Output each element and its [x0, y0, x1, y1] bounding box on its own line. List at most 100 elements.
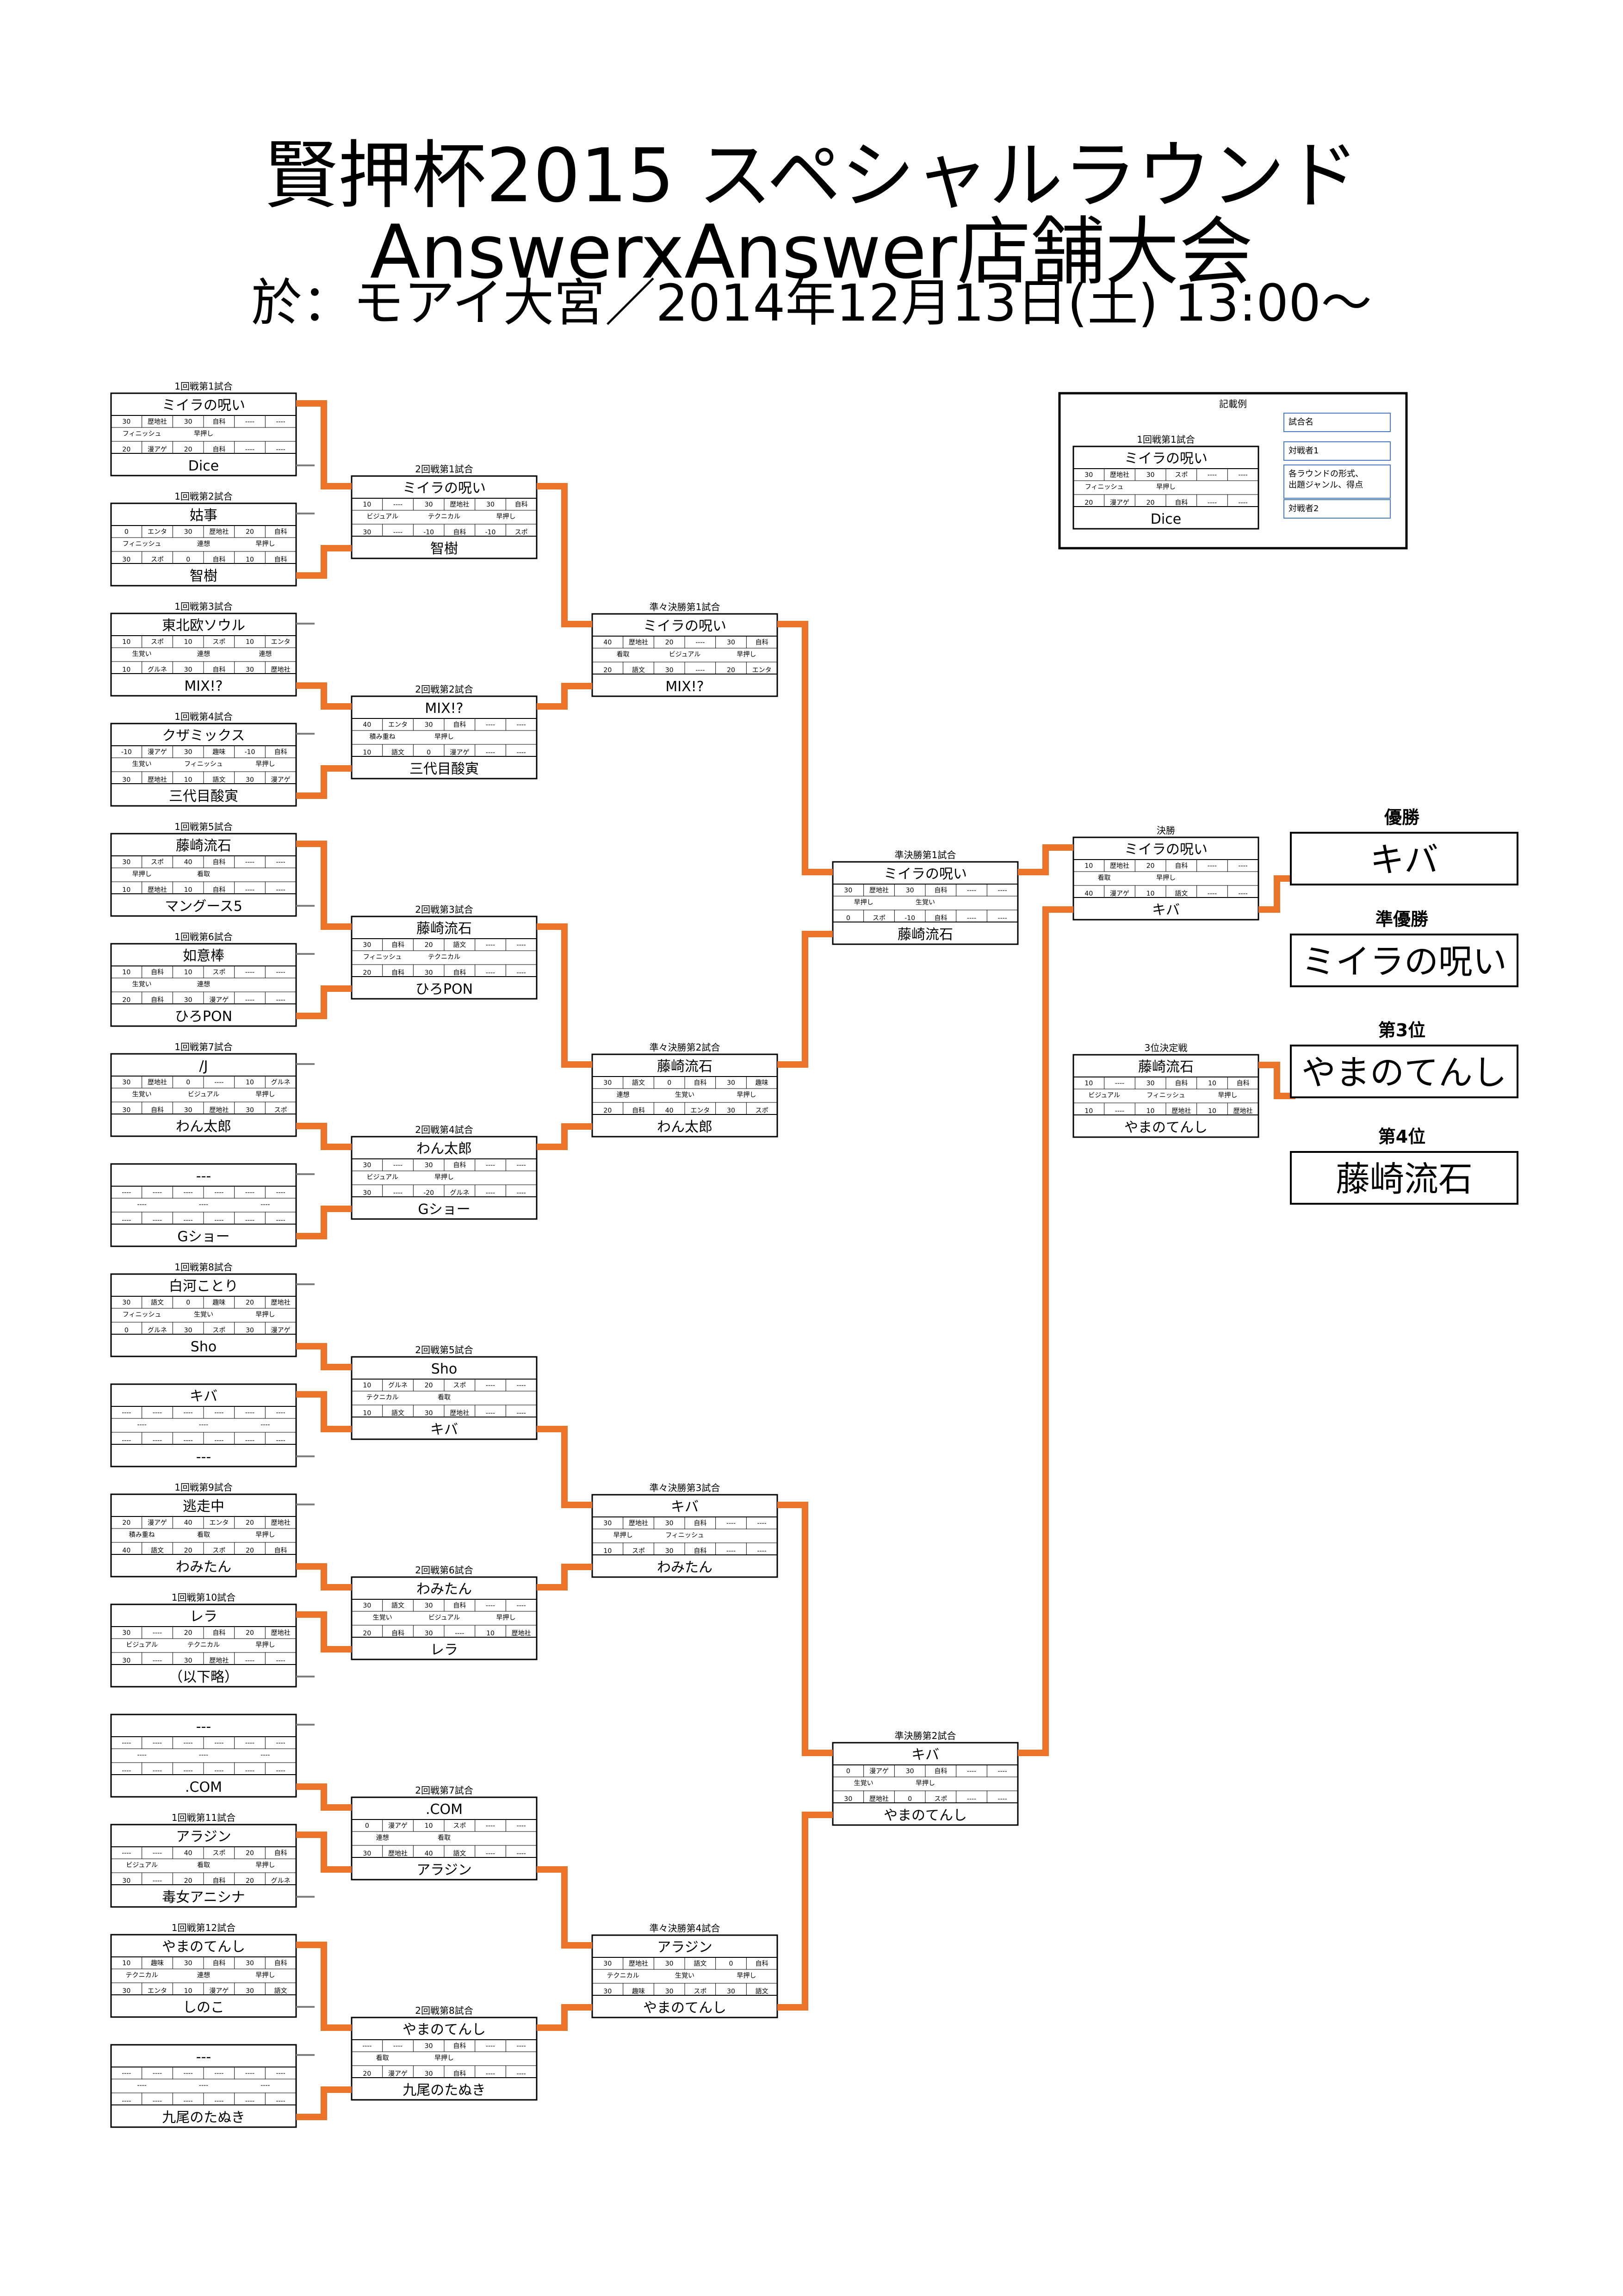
winner-path: [296, 1832, 352, 1873]
match-box: [110, 723, 297, 807]
score-cell: 0: [124, 528, 129, 536]
winner-path: [296, 1206, 352, 1239]
round-format: 生覚い: [132, 1091, 152, 1098]
score-cell: スポ: [212, 1547, 225, 1554]
round-format: 早押し: [255, 1531, 275, 1539]
score-cell: 10: [1146, 1108, 1155, 1115]
score-cell: 歴地社: [869, 887, 889, 894]
player-top: やまのてんし: [403, 2022, 486, 2038]
score-cell: 0: [729, 1960, 733, 1968]
score-cell: 語文: [756, 1988, 768, 1995]
score-cell: ----: [276, 1657, 285, 1665]
round-format: 生覚い: [194, 1311, 213, 1318]
score-cell: 語文: [391, 1602, 404, 1609]
score-cell: 20: [246, 1629, 254, 1637]
score-cell: 漫アゲ: [450, 749, 469, 756]
round-format: 早押し: [194, 430, 213, 438]
winner-path: [296, 985, 352, 1019]
score-cell: 自科: [151, 969, 164, 976]
winner-path: [296, 765, 352, 799]
score-cell: スポ: [453, 1822, 466, 1830]
legend-note-box: [1283, 441, 1391, 461]
score-cell: 自科: [274, 1850, 287, 1857]
score-cell: 40: [665, 1107, 674, 1114]
score-cell: 10: [1084, 862, 1093, 870]
score-cell: 20: [122, 1519, 130, 1527]
score-cell: ----: [245, 1657, 254, 1665]
round-format: 早押し: [1218, 1092, 1237, 1099]
player-bottom: 毒女アニシナ: [162, 1889, 245, 1906]
player-top: .COM: [426, 1801, 463, 1818]
round-format: 早押し: [255, 1641, 275, 1649]
player-bottom: .COM: [185, 1779, 222, 1795]
score-cell: 歴地社: [450, 501, 469, 508]
score-cell: 漫アゲ: [1110, 499, 1129, 507]
score-cell: ----: [153, 2070, 162, 2077]
score-cell: ----: [517, 721, 526, 729]
score-cell: 0: [186, 1079, 190, 1086]
player-bottom: MIX!?: [665, 679, 704, 695]
score-cell: 語文: [212, 776, 225, 784]
player-bottom: Sho: [191, 1339, 217, 1355]
score-cell: 自科: [212, 1960, 225, 1967]
winner-path: [296, 1391, 352, 1432]
round-format: 生覚い: [854, 1780, 873, 1787]
round-format: 早押し: [255, 761, 275, 768]
score-cell: 10: [1084, 1108, 1093, 1115]
score-cell: 歴地社: [1110, 862, 1129, 870]
match-label: 1回戦第8試合: [174, 1262, 232, 1273]
result-name: キバ: [1370, 840, 1438, 880]
score-cell: ----: [517, 2042, 526, 2050]
round-format: テクニカル: [607, 1972, 639, 1980]
winner-path: [296, 1942, 352, 2031]
score-cell: ----: [517, 941, 526, 949]
score-cell: 30: [727, 1079, 735, 1087]
match-box: [110, 1163, 297, 1247]
match-box: [591, 1934, 778, 2018]
score-cell: 漫アゲ: [209, 996, 229, 1004]
score-cell: ----: [122, 2070, 131, 2077]
round-format: 看取: [438, 1394, 451, 1401]
player-top: MIX!?: [425, 700, 463, 717]
score-cell: ----: [998, 1768, 1007, 1775]
score-cell: 20: [246, 1519, 254, 1527]
result-name: 藤崎流石: [1336, 1159, 1473, 1199]
score-cell: 20: [665, 639, 674, 646]
score-cell: ----: [245, 1189, 254, 1196]
score-cell: 30: [246, 1960, 254, 1967]
round-format: ビジュアル: [126, 1862, 158, 1869]
result-box: [1290, 832, 1518, 885]
score-cell: ----: [486, 1850, 495, 1857]
score-cell: 歴地社: [209, 1657, 229, 1665]
score-cell: ----: [967, 915, 976, 922]
score-cell: 30: [184, 749, 192, 756]
score-cell: 10: [246, 556, 254, 563]
round-format: フィニッシュ: [123, 1311, 161, 1318]
score-cell: 漫アゲ: [209, 1987, 229, 1995]
round-format: ビジュアル: [366, 513, 398, 520]
round-format: 連想: [197, 540, 210, 548]
score-cell: 20: [246, 1547, 254, 1554]
score-cell: 漫アゲ: [869, 1768, 889, 1775]
score-cell: ----: [998, 887, 1007, 894]
score-cell: 30: [425, 1630, 433, 1637]
round-format: 早押し: [255, 1311, 275, 1318]
score-cell: ----: [153, 1850, 162, 1857]
score-cell: 語文: [274, 1987, 287, 1995]
score-cell: 自科: [934, 1768, 947, 1775]
score-cell: 10: [1084, 1080, 1093, 1087]
score-cell: ----: [695, 667, 705, 674]
score-cell: 30: [246, 1107, 254, 1114]
score-cell: ----: [362, 2042, 372, 2050]
player-bottom: 九尾のたぬき: [162, 2110, 245, 2126]
score-cell: ----: [122, 1850, 131, 1857]
match-box: [351, 1356, 538, 1440]
round-format: 早押し: [613, 1532, 633, 1539]
match-label: 3位決定戦: [1145, 1042, 1188, 1053]
player-top: ミイラの呪い: [403, 480, 486, 496]
player-bottom: マングース5: [165, 898, 242, 915]
score-cell: 20: [184, 446, 192, 453]
score-cell: 30: [363, 1850, 371, 1857]
round-format: フィニッシュ: [1146, 1092, 1185, 1099]
